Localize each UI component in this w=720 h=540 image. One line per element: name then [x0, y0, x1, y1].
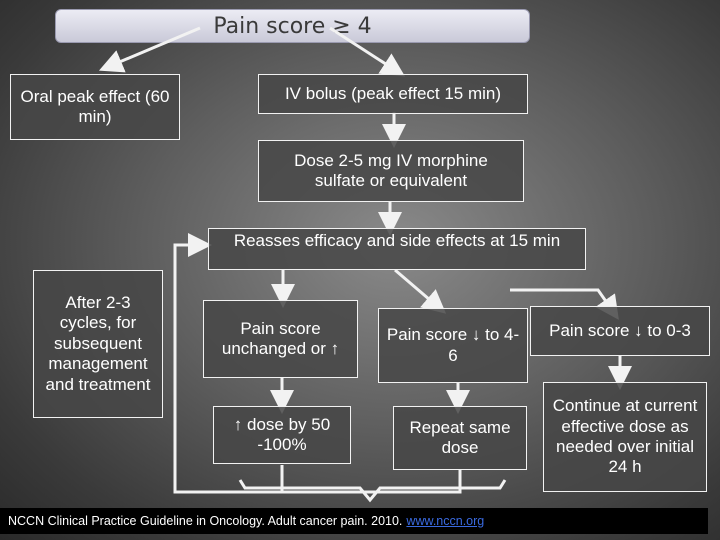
loop-line-repeat	[282, 470, 462, 494]
pain-4-6-label: Pain score ↓ to 4-6	[386, 325, 520, 365]
after-cycles-label: After 2-3 cycles, for subsequent managem…	[45, 293, 151, 394]
arrow-reassess-to-4-6	[394, 268, 447, 314]
pain-unchanged-box: Pain score unchanged or ↑	[203, 300, 358, 378]
iv-bolus-label: IV bolus (peak effect 15 min)	[284, 83, 502, 103]
arrow-title-to-iv	[329, 26, 406, 77]
pain-score-title: Pain score ≥ 4	[55, 9, 530, 43]
reassess-label: Reasses efficacy and side effects at 15 …	[233, 231, 561, 250]
citation-text: NCCN Clinical Practice Guideline in Onco…	[8, 514, 403, 528]
dose-box: Dose 2-5 mg IV morphine sulfate or equiv…	[258, 140, 524, 202]
continue-label: Continue at current effective dose as ne…	[552, 396, 698, 477]
loop-line	[173, 233, 284, 494]
increase-dose-label: ↑ dose by 50 -100%	[233, 414, 331, 454]
arrow-title-to-oral	[98, 26, 201, 73]
oral-peak-box: Oral peak effect (60 min)	[10, 74, 180, 140]
citation-link[interactable]: www.nccn.org	[406, 514, 485, 528]
after-cycles-box: After 2-3 cycles, for subsequent managem…	[33, 270, 163, 418]
pain-unchanged-label: Pain score unchanged or ↑	[221, 318, 340, 358]
repeat-dose-box: Repeat same dose	[393, 406, 527, 470]
arrow-reassess-to-0-3	[510, 288, 619, 320]
brace-bottom	[238, 479, 507, 503]
pain-0-3-box: Pain score ↓ to 0-3	[530, 306, 710, 356]
iv-bolus-box: IV bolus (peak effect 15 min)	[258, 74, 528, 114]
citation-footer: NCCN Clinical Practice Guideline in Onco…	[0, 508, 708, 534]
increase-dose-box: ↑ dose by 50 -100%	[213, 406, 351, 464]
pain-4-6-box: Pain score ↓ to 4-6	[378, 308, 528, 383]
pain-0-3-label: Pain score ↓ to 0-3	[549, 320, 691, 340]
oral-peak-label: Oral peak effect (60 min)	[20, 86, 170, 126]
repeat-dose-label: Repeat same dose	[409, 417, 511, 457]
dose-label: Dose 2-5 mg IV morphine sulfate or equiv…	[294, 150, 488, 190]
reassess-box: Reasses efficacy and side effects at 15 …	[208, 228, 586, 270]
continue-box: Continue at current effective dose as ne…	[543, 382, 707, 492]
